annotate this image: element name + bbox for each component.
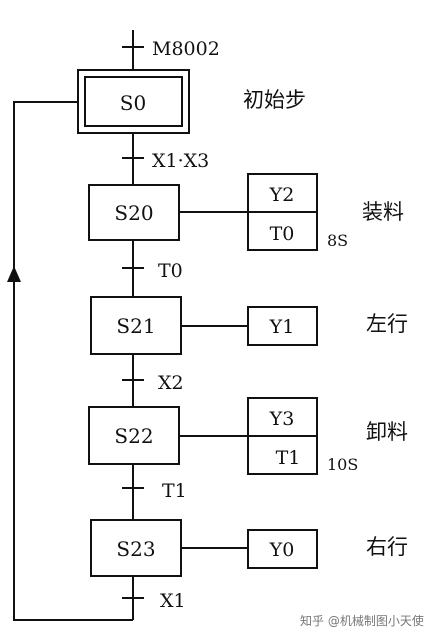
step-s0-label: S0 bbox=[120, 91, 146, 115]
transition-label-initial: M8002 bbox=[152, 38, 220, 60]
action-box-s23 bbox=[247, 529, 318, 569]
return-arrow-icon bbox=[7, 266, 21, 282]
step-s20-note: 装料 bbox=[362, 200, 404, 224]
action-s20-0: Y2 bbox=[269, 184, 295, 206]
step-s23-label: S23 bbox=[116, 537, 155, 561]
transition-label-s20: T0 bbox=[158, 260, 183, 282]
action-s23-0: Y0 bbox=[269, 539, 295, 561]
action-s22-1: T1 bbox=[276, 447, 301, 469]
step-s20-label: S20 bbox=[114, 201, 153, 225]
watermark-text: 知乎 @机械制图小天使 bbox=[300, 613, 424, 628]
step-s22-note: 卸料 bbox=[366, 420, 408, 444]
transition-label-s21: X2 bbox=[158, 372, 184, 394]
step-s23-note: 右行 bbox=[366, 535, 408, 559]
transition-label-s0: X1·X3 bbox=[152, 150, 209, 172]
action-s20-1: T0 bbox=[270, 223, 295, 245]
step-s0-note: 初始步 bbox=[243, 88, 306, 112]
timer-s22: 10S bbox=[327, 455, 358, 474]
action-s21-0: Y1 bbox=[269, 316, 295, 338]
action-s22-0: Y3 bbox=[269, 408, 295, 430]
transition-label-s22: T1 bbox=[162, 480, 187, 502]
timer-s20: 8S bbox=[327, 231, 348, 250]
step-s22-label: S22 bbox=[114, 424, 153, 448]
return-loop-line bbox=[13, 101, 133, 621]
step-s0-inner-box bbox=[84, 76, 183, 127]
step-s21-label: S21 bbox=[116, 314, 155, 338]
step-s21-note: 左行 bbox=[366, 312, 408, 336]
transition-label-s23: X1 bbox=[160, 590, 186, 612]
action-box-s21 bbox=[247, 306, 318, 346]
